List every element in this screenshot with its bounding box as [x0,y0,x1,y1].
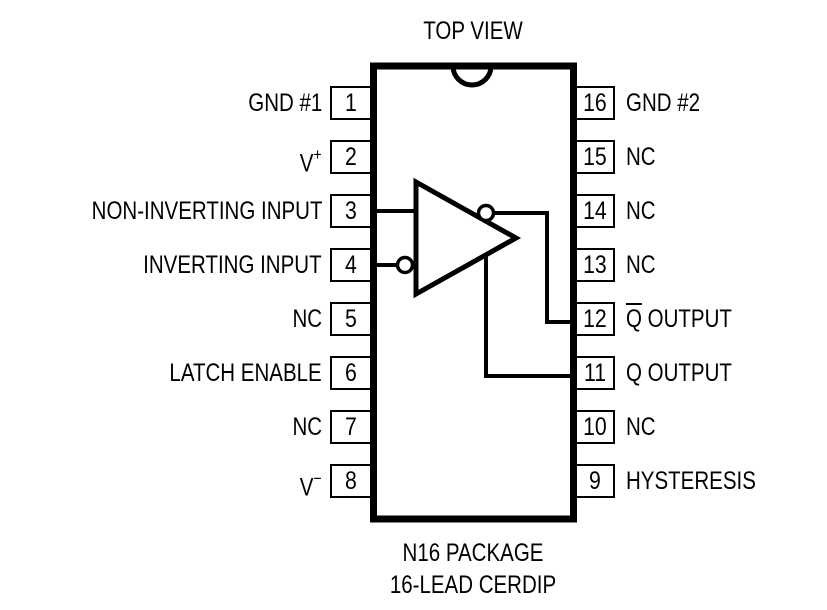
top-view-title: TOP VIEW [423,17,523,45]
pin-label: NON-INVERTING INPUT [91,197,322,225]
pin-number: 11 [583,359,607,387]
pin-label: NC [626,413,656,441]
pin-label: GND #2 [626,89,701,117]
pin-number: 3 [345,197,357,225]
package-type: 16-LEAD CERDIP [389,571,557,599]
pin-number-box: 1 [330,86,370,120]
pin-label-text: OUTPUT [641,305,732,333]
pin-number-box: 14 [577,194,615,228]
pin-number-box: 13 [577,248,615,282]
pin-number-box: 6 [330,356,370,390]
pin-number: 15 [583,143,607,171]
pin-number: 7 [345,413,357,441]
pin-label: HYSTERESIS [626,467,756,495]
pin-number: 1 [345,89,357,117]
pin-label: GND #1 [247,89,322,117]
pin-number-box: 11 [577,356,615,390]
package-body [370,62,577,523]
inverting-input-bubble [395,255,415,275]
pin-number: 9 [589,467,601,495]
pin-number-box: 15 [577,140,615,174]
pin-number-box: 3 [330,194,370,228]
pin-number: 5 [345,305,357,333]
inverted-output-bubble [476,203,496,223]
pin-label: NC [292,413,322,441]
pin-label: Q OUTPUT [626,304,732,334]
pin-number-box: 16 [577,86,615,120]
pin-number-box: 5 [330,302,370,336]
pin-number: 16 [583,89,607,117]
comparator-symbol [413,177,522,299]
pin-label: INVERTING INPUT [143,251,322,279]
pin-label: NC [626,197,656,225]
pin-label: NC [626,143,656,171]
pin-label-text: V [300,473,314,502]
pin-number: 13 [583,251,607,279]
pin-number-box: 8 [330,464,370,498]
package-name: N16 PACKAGE [402,539,544,567]
pin-label-superscript: − [313,469,322,488]
q-bar-text: Q [626,305,642,333]
pin-number: 8 [345,467,357,495]
pin-label: V− [300,466,322,502]
pin-label: V+ [300,142,322,178]
pin-number-box: 12 [577,302,615,336]
pin-label-text: V [300,149,314,178]
pin-label: LATCH ENABLE [169,359,322,387]
pin-number: 14 [583,197,607,225]
pin-label: Q OUTPUT [626,359,732,387]
pin-label-superscript: + [313,145,322,164]
pin-number-box: 10 [577,410,615,444]
pin-number: 10 [583,413,607,441]
wire-pin11 [484,256,571,378]
wire-pin12 [493,211,571,324]
pin-label: NC [292,305,322,333]
pin-number: 2 [345,143,357,171]
pin1-notch [450,65,494,88]
pin-number-box: 2 [330,140,370,174]
pin-number-box: 4 [330,248,370,282]
pin-number: 6 [345,359,357,387]
pin-label: NC [626,251,656,279]
pin-number: 4 [345,251,357,279]
pin-number: 12 [583,305,607,333]
pin-number-box: 7 [330,410,370,444]
pin-number-box: 9 [577,464,615,498]
